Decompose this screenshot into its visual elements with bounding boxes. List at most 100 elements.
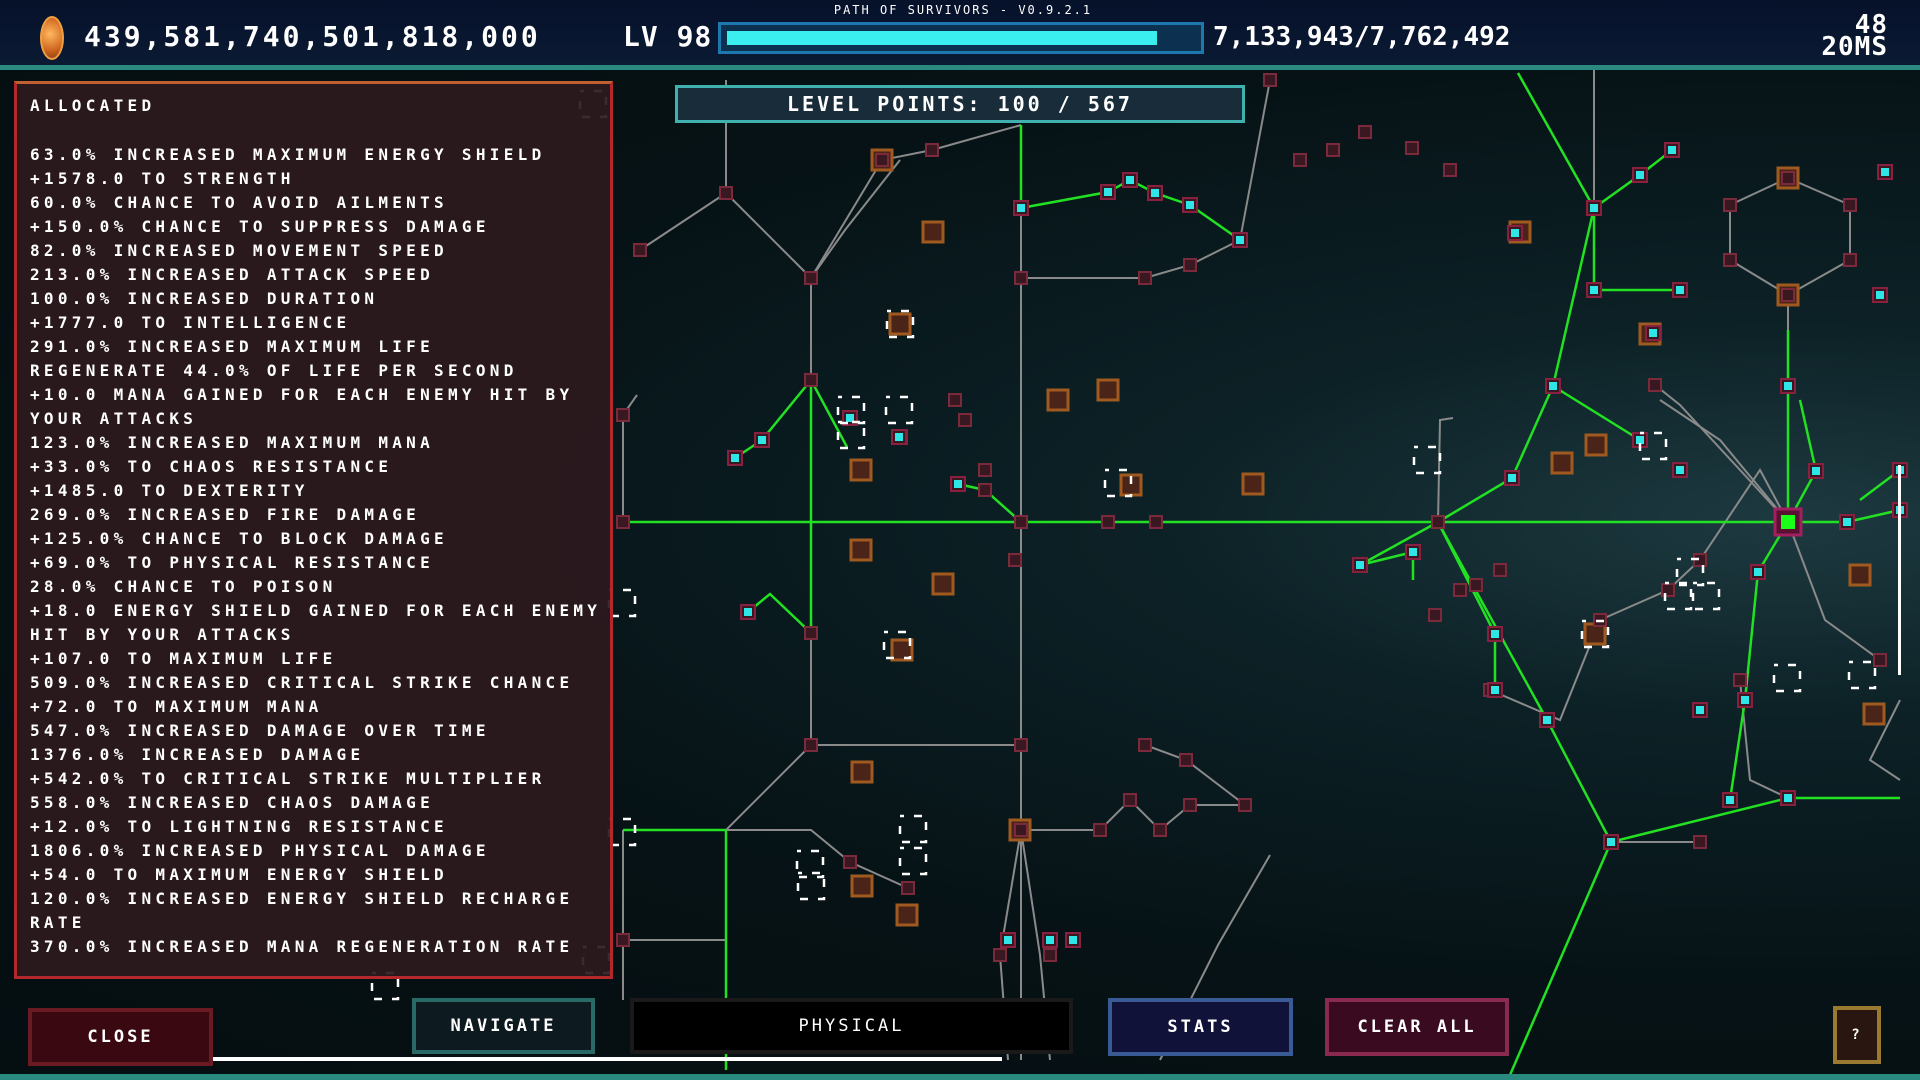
notable-node[interactable] [849,458,873,482]
allocated-node-core[interactable] [1696,706,1704,714]
node-selection-bracket[interactable] [1675,557,1705,587]
skill-node[interactable] [804,271,818,285]
skill-node[interactable] [901,881,915,895]
navigate-button[interactable]: NAVIGATE [412,998,595,1054]
skill-node[interactable] [1723,198,1737,212]
skill-node[interactable] [804,738,818,752]
allocated-node-core[interactable] [1236,236,1244,244]
skill-node[interactable] [1263,73,1277,87]
skill-node[interactable] [1781,288,1795,302]
node-selection-bracket[interactable] [796,871,826,901]
allocated-node-core[interactable] [1881,168,1889,176]
allocated-node-core[interactable] [1676,466,1684,474]
notable-node[interactable] [1848,563,1872,587]
skill-node[interactable] [978,483,992,497]
node-selection-bracket[interactable] [1103,468,1133,498]
allocated-node-core[interactable] [1549,382,1557,390]
skill-node[interactable] [1149,515,1163,529]
node-selection-bracket[interactable] [1691,581,1721,611]
node-selection-bracket[interactable] [1847,660,1877,690]
skill-node[interactable] [1238,798,1252,812]
allocated-node-core[interactable] [1741,696,1749,704]
allocated-stats-panel[interactable]: ALLOCATED 63.0% INCREASED MAXIMUM ENERGY… [14,81,613,979]
help-button[interactable]: ? [1833,1006,1881,1064]
allocated-node-core[interactable] [1004,936,1012,944]
allocated-node-core[interactable] [1069,936,1077,944]
skill-node[interactable] [1008,553,1022,567]
skill-node[interactable] [925,143,939,157]
skill-node[interactable] [1183,798,1197,812]
notable-node[interactable] [1046,388,1070,412]
skill-node[interactable] [804,373,818,387]
skill-node[interactable] [1014,823,1028,837]
skill-node[interactable] [1358,125,1372,139]
allocated-node-core[interactable] [1126,176,1134,184]
skill-node[interactable] [1431,515,1445,529]
root-node-core[interactable] [1781,515,1795,529]
skill-node[interactable] [1101,515,1115,529]
skill-node[interactable] [1293,153,1307,167]
node-selection-bracket[interactable] [884,395,914,425]
notable-node[interactable] [931,572,955,596]
node-selection-bracket[interactable] [836,395,866,425]
notable-node[interactable] [1862,702,1886,726]
skill-node[interactable] [616,408,630,422]
node-selection-bracket[interactable] [898,814,928,844]
allocated-node-core[interactable] [1409,548,1417,556]
skill-node[interactable] [616,515,630,529]
skill-node[interactable] [958,413,972,427]
skill-node[interactable] [1428,608,1442,622]
allocated-node-core[interactable] [1876,291,1884,299]
allocated-node-core[interactable] [846,414,854,422]
clear-all-button[interactable]: CLEAR ALL [1325,998,1509,1056]
notable-node[interactable] [849,538,873,562]
allocated-node-core[interactable] [895,433,903,441]
skill-node[interactable] [1014,271,1028,285]
close-button[interactable]: CLOSE [28,1008,213,1066]
allocated-node-core[interactable] [731,454,739,462]
node-selection-bracket[interactable] [882,630,912,660]
notable-node[interactable] [850,760,874,784]
notable-node[interactable] [1241,472,1265,496]
allocated-node-core[interactable] [1843,518,1851,526]
allocated-node-core[interactable] [744,608,752,616]
allocated-node-core[interactable] [1676,286,1684,294]
node-selection-bracket[interactable] [1638,431,1668,461]
allocated-node-core[interactable] [1046,936,1054,944]
notable-node[interactable] [1550,451,1574,475]
skill-node[interactable] [1843,253,1857,267]
skill-node[interactable] [633,243,647,257]
node-selection-bracket[interactable] [795,849,825,879]
skill-node[interactable] [1138,738,1152,752]
notable-node[interactable] [1584,433,1608,457]
allocated-node-core[interactable] [1543,716,1551,724]
notable-node[interactable] [888,312,912,336]
notable-node[interactable] [850,874,874,898]
skill-node[interactable] [993,948,1007,962]
physical-filter-button[interactable]: PHYSICAL [630,998,1073,1054]
node-selection-bracket[interactable] [885,309,915,339]
node-selection-bracket[interactable] [1663,581,1693,611]
skill-node[interactable] [1179,753,1193,767]
skill-node[interactable] [1648,378,1662,392]
allocated-node-core[interactable] [1104,188,1112,196]
stats-button[interactable]: STATS [1108,998,1293,1056]
skill-node[interactable] [875,153,889,167]
allocated-node-core[interactable] [1812,467,1820,475]
allocated-node-core[interactable] [1784,382,1792,390]
skill-node[interactable] [948,393,962,407]
allocated-node-core[interactable] [954,480,962,488]
skill-node[interactable] [616,933,630,947]
skill-node[interactable] [1043,948,1057,962]
allocated-node-core[interactable] [1511,229,1519,237]
skill-node[interactable] [1405,141,1419,155]
allocated-node-core[interactable] [1784,794,1792,802]
skill-node[interactable] [1153,823,1167,837]
allocated-node-core[interactable] [1491,630,1499,638]
node-selection-bracket[interactable] [1772,663,1802,693]
skill-node[interactable] [1453,583,1467,597]
skill-node[interactable] [1469,578,1483,592]
skill-node[interactable] [978,463,992,477]
node-selection-bracket[interactable] [370,971,400,1001]
